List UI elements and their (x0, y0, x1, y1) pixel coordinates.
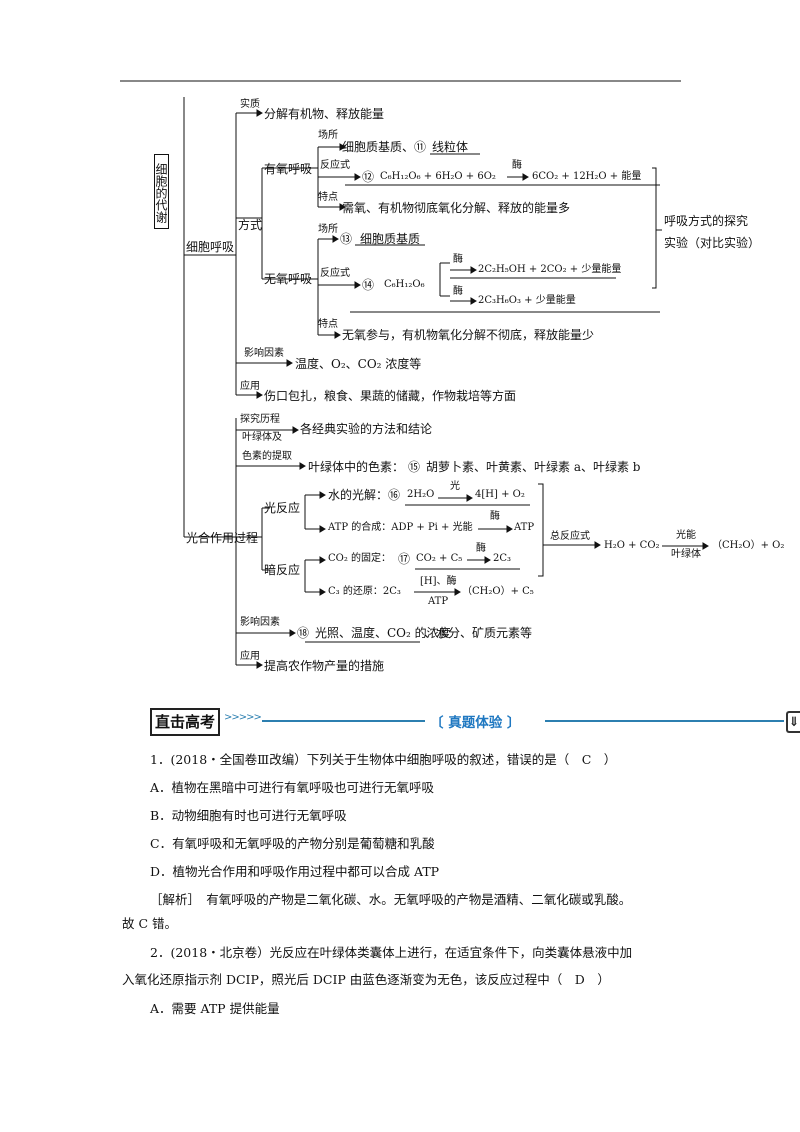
root-node: 细胞的代谢 (154, 154, 169, 229)
total-label: 总反应式 (550, 531, 590, 542)
fix-text: CO₂ 的固定： (328, 553, 392, 564)
red-right: （CH₂O）+ C₅ (462, 586, 534, 597)
explore-line2: 实验（对比实验） (664, 236, 761, 250)
aerobic-title: 有氧呼吸 (264, 162, 313, 176)
q1-option-d: D．植物光合作用和呼吸作用过程中都可以合成 ATP (150, 864, 440, 879)
q2-option-a: A．需要 ATP 提供能量 (150, 1001, 280, 1016)
q1-stem: 1．(2018・全国卷Ⅲ改编）下列关于生物体中细胞呼吸的叙述，错误的是（ C ） (150, 752, 617, 767)
pigment-label1: 叶绿体及 (242, 432, 282, 443)
red-cond-top: [H]、酶 (420, 576, 457, 587)
anaerobic-title: 无氧呼吸 (264, 272, 313, 286)
banner-arrows-icon: >>>>> (224, 712, 262, 723)
water-left: 2H₂O (407, 489, 435, 500)
anaerobic-feat-label: 特点 (318, 319, 338, 330)
aerobic-eq-label: 反应式 (320, 160, 350, 171)
pigment-answer: 胡萝卜素、叶黄素、叶绿素 a、叶绿素 b (426, 460, 641, 474)
q2-stem-line2: 入氧化还原指示剂 DCIP，照光后 DCIP 由蓝色逐渐变为无色，该反应过程中（… (122, 972, 610, 987)
water-text: 水的光解： (328, 488, 389, 502)
fix-left: CO₂ + C₅ (416, 553, 463, 564)
q2-stem-line1: 2．(2018・北京卷）光反应在叶绿体类囊体上进行，在适宜条件下，向类囊体悬液中… (150, 945, 633, 960)
fix-cond: 酶 (476, 543, 486, 554)
aerobic-feat-label: 特点 (318, 192, 338, 203)
total-left: H₂O + CO₂ (604, 540, 660, 551)
anaerobic-eq-cond1: 酶 (453, 254, 463, 265)
photo-factor-rest: 、水分、矿质元素等 (424, 626, 533, 640)
pigment-text: 叶绿体中的色素： (308, 460, 405, 474)
anaerobic-eq-left: C₆H₁₂O₆ (384, 279, 425, 290)
total-cond-bottom: 叶绿体 (671, 549, 701, 560)
water-right: 4[H] + O₂ (475, 489, 525, 500)
atp-cond: 酶 (490, 511, 500, 522)
red-text: C₃ 的还原：2C₃ (328, 586, 401, 597)
water-cond: 光 (450, 481, 460, 492)
total-cond-top: 光能 (676, 530, 696, 541)
resp-app-text: 伤口包扎，粮食、果蔬的储藏，作物栽培等方面 (264, 389, 517, 403)
aerobic-site-num: ⑪ (414, 140, 427, 154)
atp-text: ATP 的合成：ADP + Pi + 光能 (328, 522, 473, 533)
anaerobic-eq-label: 反应式 (320, 268, 350, 279)
aerobic-eq-left: C₆H₁₂O₆ + 6H₂O + 6O₂ (380, 171, 496, 182)
q1-option-a: A．植物在黑暗中可进行有氧呼吸也可进行无氧呼吸 (150, 780, 435, 795)
explore-line1: 呼吸方式的探究 (664, 214, 749, 228)
atp-right: ATP (514, 522, 535, 533)
pigment-label2: 色素的提取 (242, 451, 292, 462)
photo-app-label: 应用 (240, 651, 260, 662)
essence-text: 分解有机物、释放能量 (264, 107, 385, 121)
resp-factor-label: 影响因素 (244, 348, 284, 359)
fix-num: ⑰ (398, 552, 411, 566)
history-label: 探究历程 (240, 414, 280, 425)
anaerobic-eq-cond2: 酶 (453, 286, 463, 297)
dark-title: 暗反应 (264, 563, 301, 577)
resp-factor-text: 温度、O₂、CO₂ 浓度等 (295, 357, 422, 371)
resp-app-label: 应用 (240, 381, 260, 392)
photo-factor-num: ⑱ (297, 626, 310, 640)
aerobic-eq-cond: 酶 (512, 160, 522, 171)
history-text: 各经典实验的方法和结论 (300, 422, 433, 436)
aerobic-eq-right: 6CO₂ + 12H₂O + 能量 (532, 171, 642, 182)
photo-factor-label: 影响因素 (240, 617, 280, 628)
water-num: ⑯ (388, 488, 401, 502)
q1-analysis-line2: 故 C 错。 (122, 916, 178, 931)
aerobic-site-label: 场所 (318, 130, 338, 141)
photo-title: 光合作用过程 (186, 531, 259, 545)
pigment-num: ⑮ (408, 460, 421, 474)
anaerobic-eq-right1: 2C₂H₅OH + 2CO₂ + 少量能量 (478, 264, 622, 275)
anaerobic-feat-text: 无氧参与，有机物氧化分解不彻底，释放能量少 (342, 328, 595, 342)
anaerobic-eq-right2: 2C₃H₆O₃ + 少量能量 (478, 295, 576, 306)
anaerobic-site-answer: 细胞质基质 (360, 232, 421, 246)
anaerobic-site-label: 场所 (318, 224, 338, 235)
aerobic-site-answer: 线粒体 (432, 140, 469, 154)
aerobic-eq-num: ⑫ (362, 170, 375, 184)
mode-label: 方式 (238, 218, 263, 232)
down-arrow-icon: ⇓ (786, 711, 800, 733)
q1-option-c: C．有氧呼吸和无氧呼吸的产物分别是葡萄糖和乳酸 (150, 836, 435, 851)
fix-right: 2C₃ (493, 553, 512, 564)
photo-app-text: 提高农作物产量的措施 (264, 659, 385, 673)
resp-title: 细胞呼吸 (186, 240, 235, 254)
q1-option-b: B．动物细胞有时也可进行无氧呼吸 (150, 808, 347, 823)
anaerobic-eq-num: ⑭ (362, 278, 375, 292)
banner-title: 直击高考 (150, 708, 220, 736)
photo-factor-answer: 光照、温度、CO₂ 的浓度 (315, 626, 451, 640)
q1-analysis-line1: ［解析］ 有氧呼吸的产物是二氧化碳、水。无氧呼吸的产物是酒精、二氧化碳或乳酸。 (150, 892, 632, 907)
aerobic-feat-text: 需氧、有机物彻底氧化分解、释放的能量多 (342, 201, 571, 215)
banner-tab: 〔 真题体验 〕 (428, 711, 523, 731)
aerobic-site-text: 细胞质基质、 (342, 140, 415, 154)
essence-label: 实质 (240, 99, 260, 110)
anaerobic-site-num: ⑬ (340, 232, 353, 246)
red-cond-bottom: ATP (428, 596, 449, 607)
light-title: 光反应 (264, 501, 301, 515)
total-right: （CH₂O）+ O₂ (712, 540, 785, 551)
